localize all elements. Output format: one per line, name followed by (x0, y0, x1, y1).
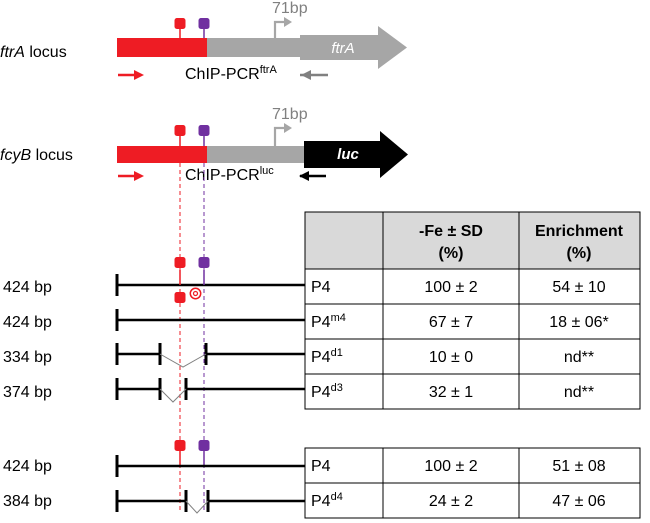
ftrA-tss-distance: 71bp (272, 0, 308, 17)
table-row-4-fe: 32 ± 1 (429, 384, 473, 401)
p4-red-site-marker (174, 257, 186, 268)
ftrA-promoter-grey-region (207, 38, 307, 57)
table2-row-1-enrichment: 51 ± 08 (552, 458, 605, 475)
ftrA-promoter-red-region (117, 38, 207, 57)
results-table-1: -Fe ± SD (%) Enrichment (%) 424 bp P4 10… (3, 211, 641, 410)
ftrA-gene-label: ftrA (331, 40, 354, 57)
table2-row-2-bp: 384 bp (3, 493, 52, 510)
fcyB-purple-site-marker (198, 125, 210, 136)
results-table-2: 424 bp P4 100 ± 2 51 ± 08 384 bp P4d4 24… (3, 447, 641, 519)
construct-lines-2 (115, 440, 305, 514)
table-row-3-bp: 334 bp (3, 349, 52, 366)
fcyB-locus-name: fcyB (0, 147, 31, 164)
ftrA-forward-primer-arrow (134, 70, 144, 80)
ftrA-chip-superscript: ftrA (260, 64, 278, 76)
header-enrichment-unit: (%) (567, 245, 592, 262)
m4-red-site-marker (174, 292, 186, 303)
luc-gene-arrow (304, 131, 408, 178)
fcyB-promoter-red-region (117, 146, 207, 163)
fcyB-promoter-grey-region (207, 146, 307, 163)
fcyB-chip-label: ChIP-PCR (185, 167, 260, 184)
table2-row-2-construct: P4d4 (311, 491, 343, 510)
header-fe: -Fe ± SD (419, 223, 483, 240)
construct-p4d1 (115, 343, 305, 368)
table-row-3-enrichment: nd** (564, 349, 594, 366)
ftrA-purple-site-marker (198, 18, 210, 29)
p4-purple-site-marker (198, 257, 210, 268)
table2-row-1-bp: 424 bp (3, 458, 52, 475)
svg-text:ChIP-PCRftrA: ChIP-PCRftrA (185, 64, 277, 83)
svg-text:ftrA locus: ftrA locus (0, 44, 67, 61)
ftrA-chip-label: ChIP-PCR (185, 66, 260, 83)
construct-p4d3 (115, 378, 305, 403)
fcyB-gene-label: luc (337, 146, 359, 163)
table-row-1-enrichment: 54 ± 10 (552, 279, 605, 296)
table-row-2-enrichment: 18 ± 06* (549, 314, 609, 331)
fcyB-chip-superscript: luc (260, 165, 275, 177)
table-row-4-bp: 374 bp (3, 384, 52, 401)
table2-row-1-construct: P4 (311, 458, 331, 475)
fcyB-tss-distance: 71bp (272, 106, 308, 123)
svg-text:fcyB locus: fcyB locus (0, 147, 73, 164)
ftrA-locus: ftrA locus ftrA 71bp ChIP-PCRftrA (0, 0, 407, 83)
fcyB-forward-primer-arrow (134, 171, 144, 181)
fcyB-reverse-primer-arrow (299, 171, 309, 181)
header-enrichment: Enrichment (535, 223, 624, 240)
fcyB-locus: fcyB locus luc 71bp ChIP-PCRluc (0, 106, 408, 184)
fcyB-red-site-marker (174, 125, 186, 136)
m4-mutation-icon (189, 287, 202, 300)
table-row-2-fe: 67 ± 7 (429, 314, 473, 331)
table-row-3-fe: 10 ± 0 (429, 349, 473, 366)
table-row-2-construct: P4m4 (311, 312, 346, 331)
table-row-1-bp: 424 bp (3, 279, 52, 296)
ftrA-locus-suffix: locus (25, 44, 67, 61)
ftrA-gene-arrow (300, 26, 407, 69)
table-row-3-construct: P4d1 (311, 347, 343, 366)
table2-row-2-enrichment: 47 ± 06 (552, 493, 605, 510)
svg-text:ChIP-PCRluc: ChIP-PCRluc (185, 165, 274, 184)
header-fe-unit: (%) (439, 245, 464, 262)
table-row-2-bp: 424 bp (3, 314, 52, 331)
table2-row-2-fe: 24 ± 2 (429, 493, 473, 510)
table-row-1-construct: P4 (311, 279, 331, 296)
p4-t2-purple-site-marker (198, 440, 210, 451)
table2-row-1-fe: 100 ± 2 (424, 458, 477, 475)
ftrA-tss-arrow (273, 20, 285, 38)
ftrA-locus-name: ftrA (0, 44, 25, 61)
ftrA-reverse-primer-arrow (301, 70, 311, 80)
fcyB-tss-arrow (273, 126, 285, 146)
table-row-4-enrichment: nd** (564, 384, 594, 401)
construct-p4d4 (115, 490, 305, 514)
construct-lines-1 (115, 257, 305, 403)
table-row-1-fe: 100 ± 2 (424, 279, 477, 296)
ftrA-red-site-marker (174, 18, 186, 29)
fcyB-locus-suffix: locus (31, 147, 73, 164)
p4-t2-red-site-marker (174, 440, 186, 451)
table-1-header-background (305, 212, 640, 269)
table-row-4-construct: P4d3 (311, 382, 343, 401)
